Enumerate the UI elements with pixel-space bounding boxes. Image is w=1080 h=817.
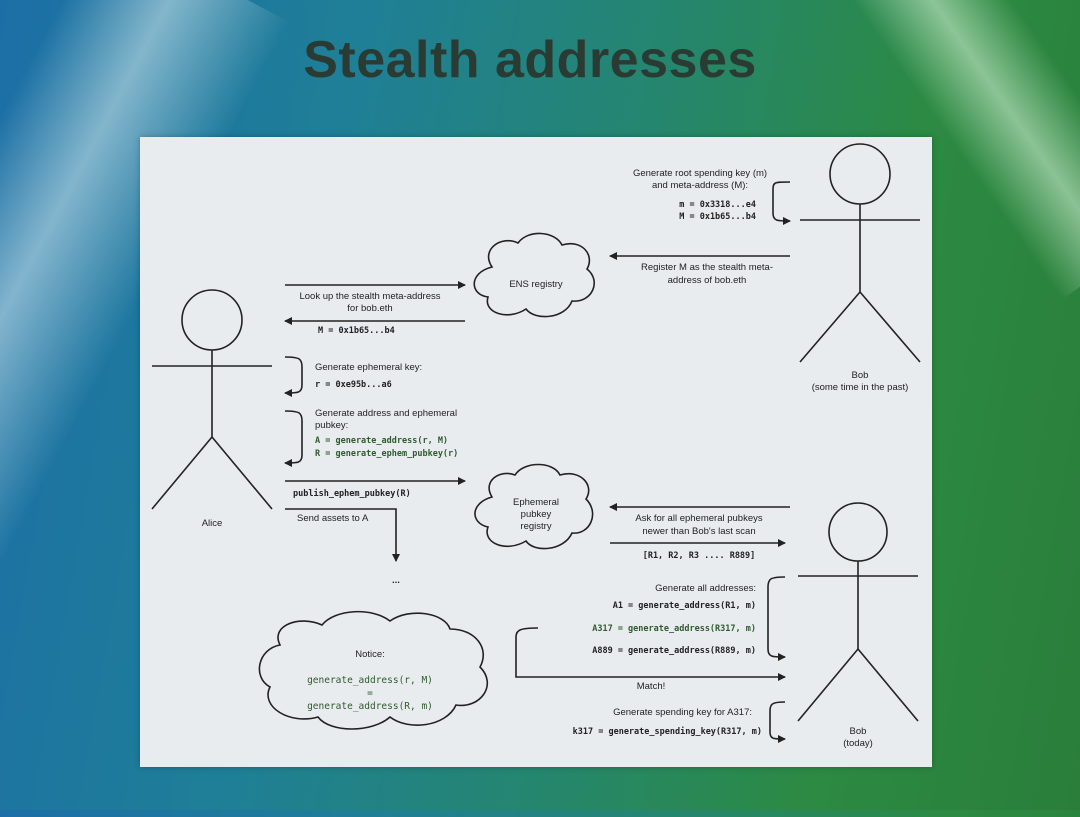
- alice-label: Alice: [202, 518, 223, 529]
- bob-past-label: Bob: [852, 370, 869, 381]
- bob-root-key-text: Generate root spending key (m): [633, 168, 767, 179]
- notice-title: Notice:: [355, 649, 385, 660]
- gen-all-text: Generate all addresses:: [655, 583, 756, 594]
- R-formula: R = generate_ephem_pubkey(r): [315, 449, 458, 459]
- alice-figure: [151, 289, 273, 510]
- lookup-result: M = 0x1b65...b4: [318, 326, 395, 336]
- bob-m-value: m = 0x3318...e4: [679, 200, 756, 210]
- publish-text: publish_ephem_pubkey(R): [293, 488, 411, 499]
- send-assets-arrow: [285, 508, 400, 562]
- match-text: Match!: [637, 681, 666, 692]
- send-assets-text: Send assets to A: [297, 513, 369, 524]
- bob-root-bracket-arrow: [772, 181, 791, 225]
- a1-formula: A1 = generate_address(R1, m): [613, 601, 756, 611]
- A-formula: A = generate_address(r, M): [315, 436, 448, 446]
- bob-today-sublabel: (today): [843, 738, 873, 749]
- notice-line-2: generate_address(R, m): [307, 701, 433, 712]
- r-value: r = 0xe95b...a6: [315, 380, 392, 390]
- ephemeral-registry-label-3: registry: [520, 521, 551, 532]
- match-arrow: [515, 627, 786, 681]
- gen-address-text: Generate address and ephemeral: [315, 408, 457, 419]
- bob-today-figure: [797, 502, 919, 722]
- stealth-address-diagram: Bob (some time in the past) Generate roo…: [151, 143, 921, 749]
- bob-M-value: M = 0x1b65...b4: [679, 212, 756, 222]
- pubkey-list: [R1, R2, R3 .... R889]: [643, 551, 756, 561]
- ens-registry-cloud: [473, 232, 595, 318]
- ask-text: Ask for all ephemeral pubkeys: [635, 513, 763, 524]
- a889-formula: A889 = generate_address(R889, m): [592, 646, 756, 656]
- ephemeral-registry-label-2: pubkey: [521, 509, 552, 520]
- ask-text-2: newer than Bob's last scan: [642, 526, 755, 537]
- bob-today-label: Bob: [850, 726, 867, 737]
- lookup-text-2: for bob.eth: [347, 303, 392, 314]
- diagram-panel: Bob (some time in the past) Generate roo…: [140, 137, 932, 767]
- ens-registry-label: ENS registry: [509, 279, 563, 290]
- notice-line-1: generate_address(r, M): [307, 675, 433, 686]
- slide-title: Stealth addresses: [303, 31, 757, 89]
- bob-past-sublabel: (some time in the past): [812, 382, 909, 393]
- gen-all-bracket: [767, 576, 786, 661]
- ephemeral-key-bracket: [284, 356, 303, 397]
- register-text-2: address of bob.eth: [668, 275, 747, 286]
- a317-formula: A317 = generate_address(R317, m): [592, 624, 756, 634]
- register-text: Register M as the stealth meta-: [641, 262, 773, 273]
- gen-ephemeral-key-text: Generate ephemeral key:: [315, 362, 422, 373]
- notice-equals: =: [367, 688, 373, 699]
- bob-meta-address-text: and meta-address (M):: [652, 180, 748, 191]
- gen-spend-text: Generate spending key for A317:: [613, 707, 752, 718]
- gen-address-text-2: pubkey:: [315, 420, 348, 431]
- bob-past-figure: [799, 143, 921, 363]
- ellipsis: ...: [392, 575, 400, 586]
- lookup-text: Look up the stealth meta-address: [299, 291, 440, 302]
- notice-cloud: [258, 610, 488, 730]
- spend-key-bracket: [769, 701, 786, 743]
- gen-address-bracket: [284, 410, 303, 467]
- ephemeral-registry-label-1: Ephemeral: [513, 497, 559, 508]
- ephemeral-registry-cloud: [474, 463, 594, 550]
- k317-formula: k317 = generate_spending_key(R317, m): [573, 726, 762, 737]
